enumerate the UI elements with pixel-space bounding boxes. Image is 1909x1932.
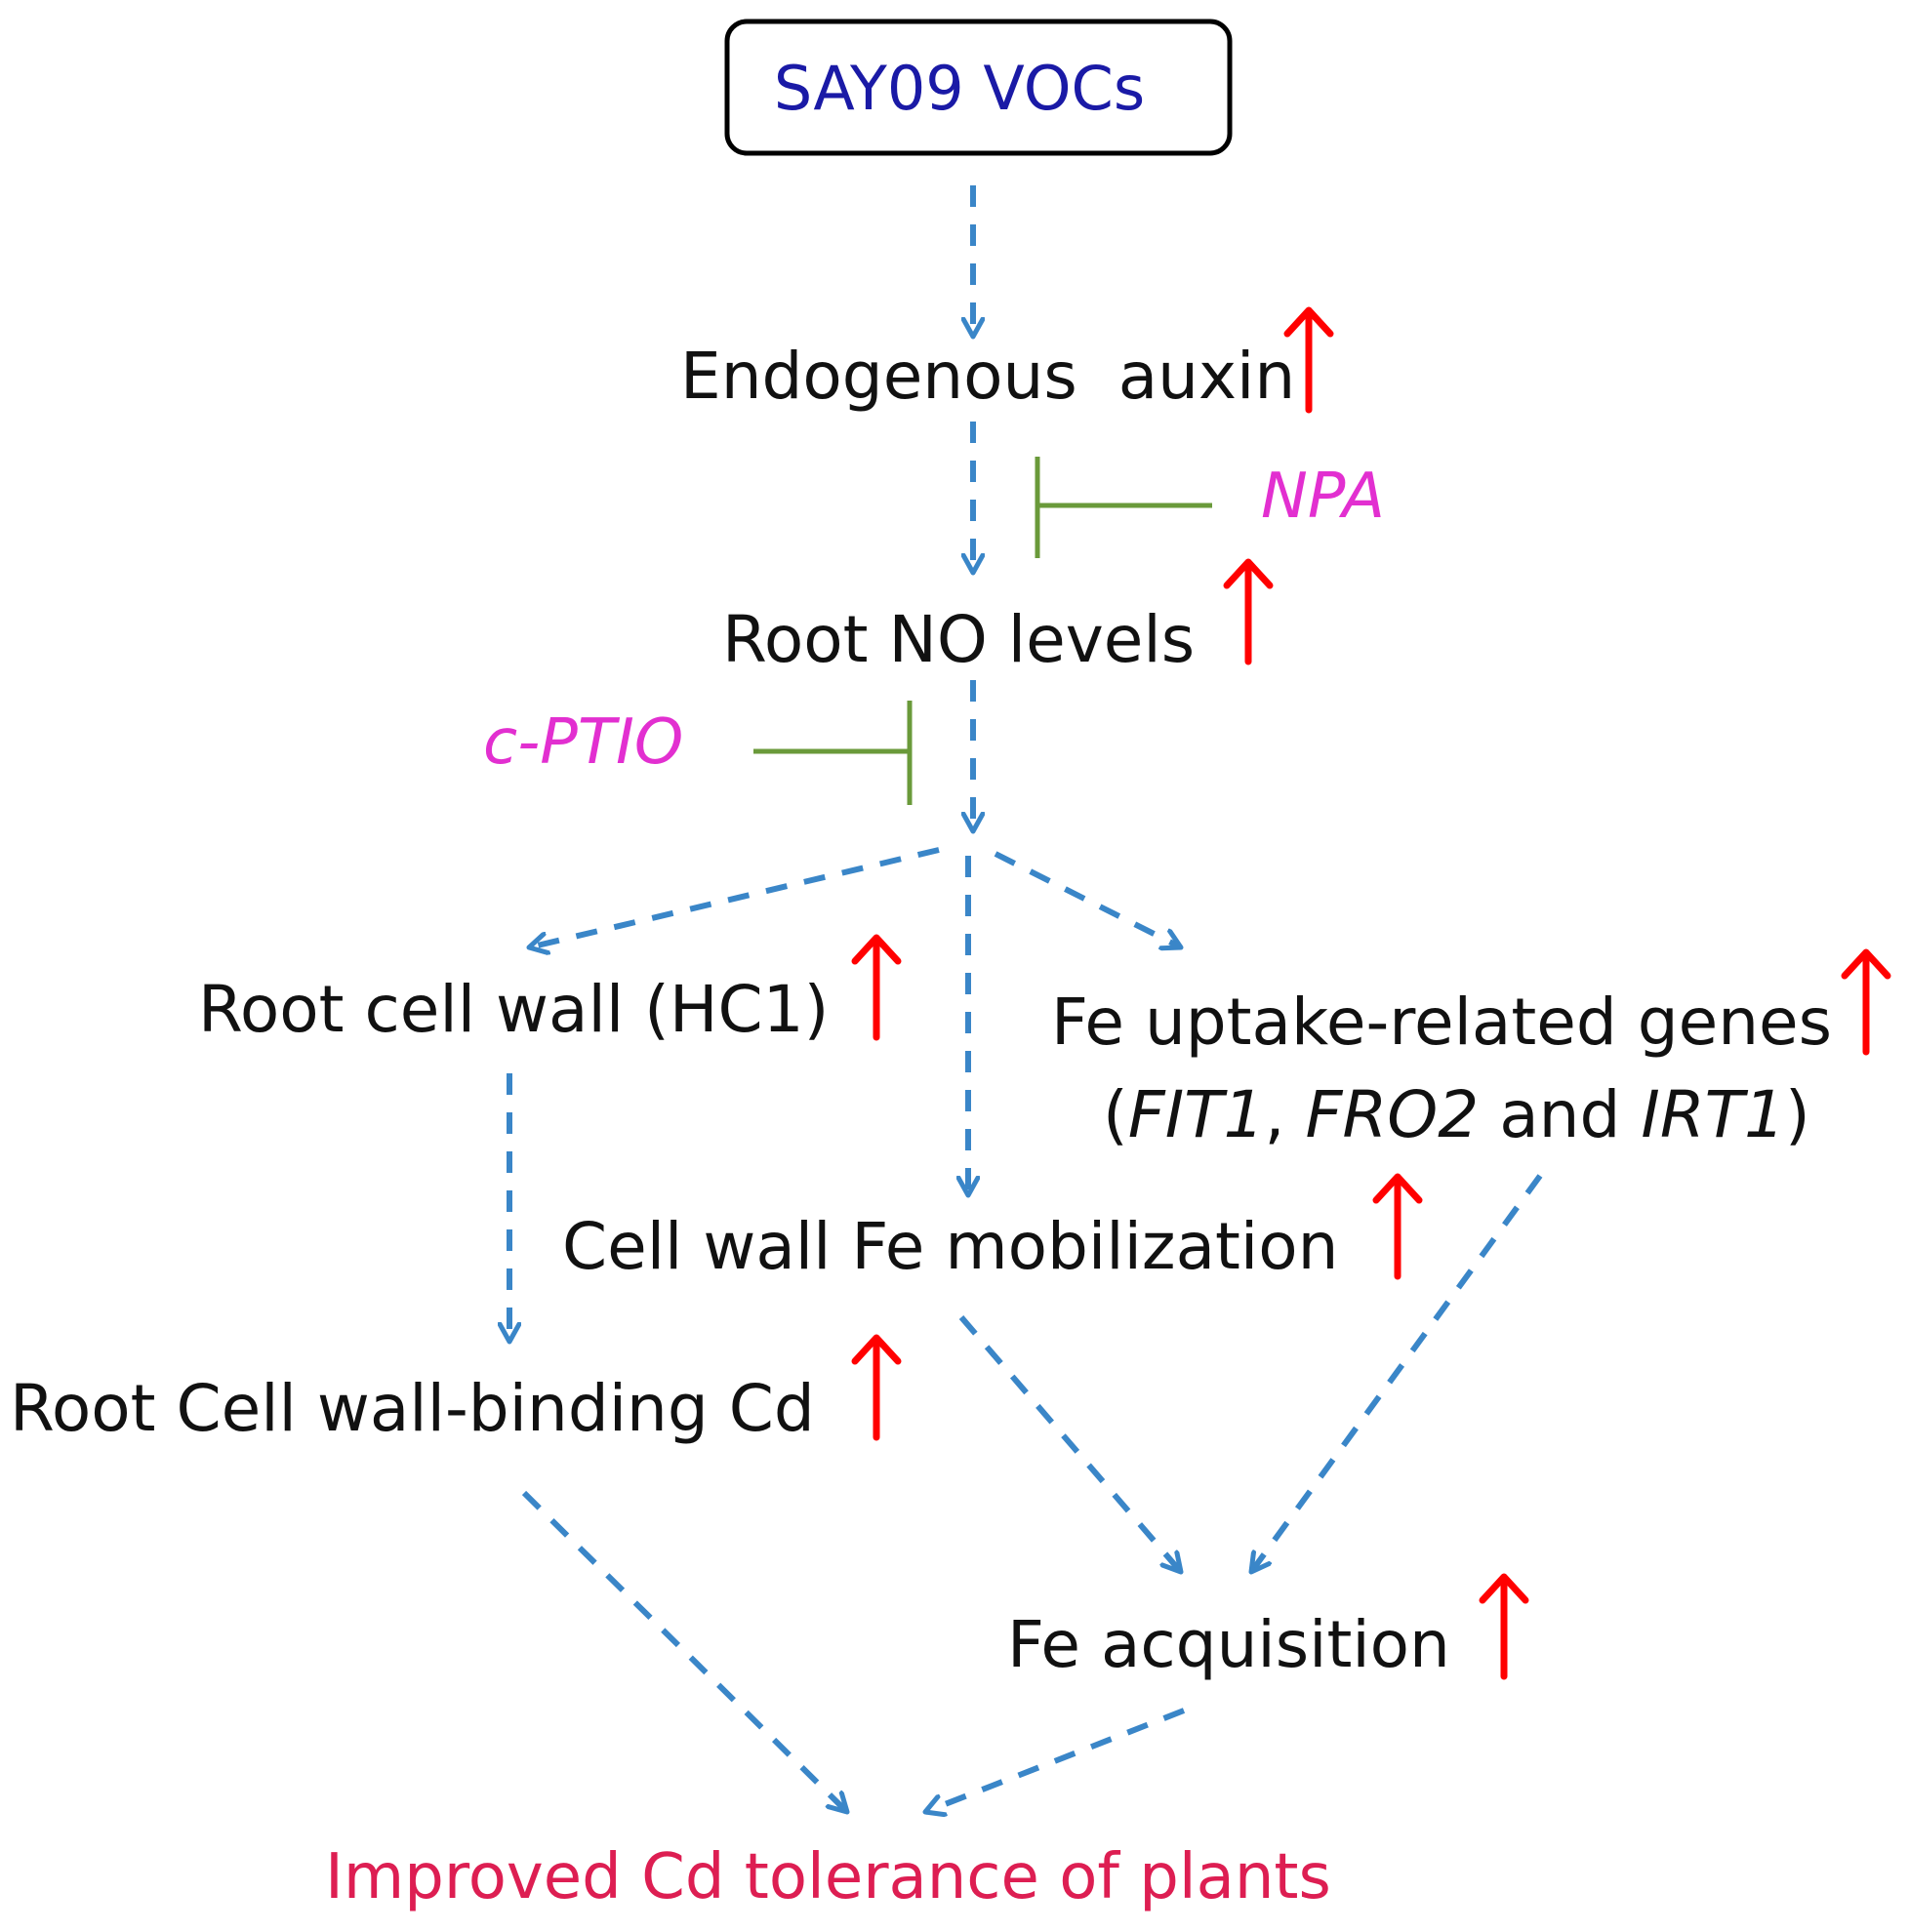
cd-binding-up-arrow-icon bbox=[851, 1334, 902, 1441]
fe-genes-sep: , bbox=[1264, 1077, 1305, 1152]
gene-irt1: IRT1 bbox=[1641, 1077, 1785, 1152]
cd-binding-label: Root Cell wall-binding Cd bbox=[10, 1371, 815, 1446]
npa-label: NPA bbox=[1261, 461, 1385, 533]
fe-mobilization-label: Cell wall Fe mobilization bbox=[562, 1209, 1338, 1284]
no-up-arrow-icon bbox=[1223, 558, 1274, 665]
arrow-fe-mobilization-to-acquisition bbox=[958, 1315, 1181, 1572]
outcome-label: Improved Cd tolerance of plants bbox=[325, 1841, 1331, 1913]
arrow-branch-to-fe-genes bbox=[994, 851, 1181, 947]
fe-genes-close: ) bbox=[1785, 1077, 1810, 1152]
arrow-acquisition-to-outcome bbox=[925, 1708, 1186, 1812]
source-box bbox=[724, 19, 1233, 156]
arrow-cd-binding-to-outcome bbox=[521, 1490, 847, 1812]
fe-genes-list: (FIT1, FRO2 and IRT1) bbox=[1103, 1077, 1810, 1152]
flow-arrows bbox=[509, 185, 1543, 1812]
fe-mobilization-up-arrow-icon bbox=[1372, 1173, 1423, 1280]
arrow-fe-genes-to-acquisition bbox=[1251, 1174, 1543, 1572]
no-levels-label: Root NO levels bbox=[722, 602, 1195, 677]
gene-fro2: FRO2 bbox=[1305, 1077, 1479, 1152]
inhibitors bbox=[753, 457, 1212, 805]
cptio-label: c-PTIO bbox=[483, 706, 683, 779]
cell-wall-label: Root cell wall (HC1) bbox=[198, 972, 829, 1047]
arrow-branch-to-cell-wall bbox=[529, 847, 940, 947]
auxin-up-arrow-icon bbox=[1283, 306, 1334, 414]
fe-genes-title: Fe uptake-related genes bbox=[1051, 985, 1832, 1060]
cell-wall-up-arrow-icon bbox=[851, 934, 902, 1041]
increase-indicators bbox=[851, 306, 1891, 1680]
gene-fit1: FIT1 bbox=[1128, 1077, 1265, 1152]
fe-genes-and: and bbox=[1479, 1077, 1641, 1152]
source-node: SAY09 VOCs bbox=[724, 19, 1233, 156]
fe-acquisition-label: Fe acquisition bbox=[1007, 1607, 1450, 1682]
auxin-label: Endogenous auxin bbox=[680, 339, 1295, 414]
source-label: SAY09 VOCs bbox=[774, 53, 1145, 124]
fe-genes-up-arrow-icon bbox=[1841, 948, 1891, 1056]
fe-genes-open: ( bbox=[1103, 1077, 1128, 1152]
fe-acquisition-up-arrow-icon bbox=[1479, 1573, 1529, 1680]
